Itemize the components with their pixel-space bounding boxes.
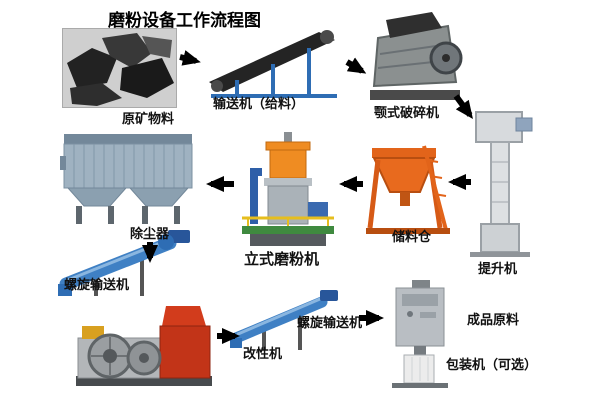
packing-machine-icon	[392, 280, 448, 388]
label-jaw-crusher: 颚式破碎机	[374, 105, 440, 120]
arrow-raw-to-feeder	[179, 50, 201, 66]
label-finished-product: 成品原料	[467, 312, 520, 327]
label-packing-machine: 包装机（可选）	[446, 357, 538, 372]
jaw-crusher-machine	[366, 10, 464, 109]
raw-material-photo	[62, 28, 177, 113]
bucket-elevator-machine	[462, 110, 538, 263]
label-modifier: 改性机	[243, 346, 283, 361]
modifier-machine	[72, 296, 217, 393]
label-raw-material: 原矿物料	[122, 111, 175, 126]
label-storage-silo: 储料仓	[392, 229, 432, 244]
screw-conveyor-2-machine	[224, 286, 342, 357]
belt-conveyor-icon	[209, 30, 337, 98]
gear-mill-icon	[76, 306, 212, 386]
diagram-title: 磨粉设备工作流程图	[108, 11, 261, 30]
label-dust-collector: 除尘器	[130, 226, 170, 241]
label-screw-conveyor-1: 螺旋输送机	[64, 277, 130, 292]
dust-collector-machine	[60, 126, 198, 231]
label-bucket-elevator: 提升机	[478, 261, 518, 276]
storage-silo-machine	[366, 138, 450, 241]
label-vertical-mill: 立式磨粉机	[244, 251, 320, 268]
rock-pile-icon	[62, 28, 177, 108]
feeder-conveyor-machine	[203, 20, 348, 103]
vertical-mill-icon	[242, 132, 334, 246]
storage-silo-icon	[366, 145, 450, 234]
vertical-mill-machine	[240, 130, 336, 255]
label-feeder-conveyor: 输送机（给料）	[213, 96, 305, 111]
jaw-crusher-icon	[370, 12, 463, 100]
dust-collector-icon	[60, 134, 193, 224]
packing-machine	[386, 280, 454, 393]
label-screw-conveyor-2: 螺旋输送机	[297, 315, 363, 330]
screw-conveyor-icon	[230, 290, 338, 350]
arrow-feeder-to-crusher	[345, 57, 367, 74]
bucket-elevator-icon	[470, 111, 533, 257]
